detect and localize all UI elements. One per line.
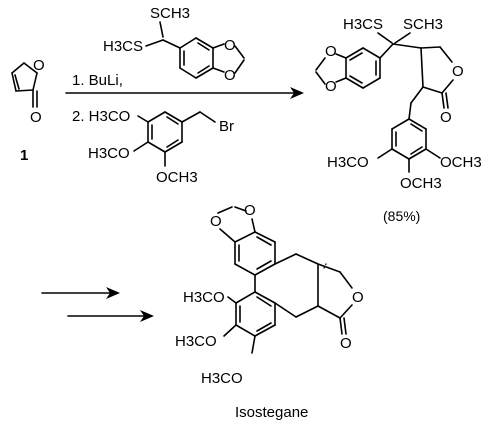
product-ome-right: OCH3 xyxy=(440,154,482,171)
product-dioxy-o1: O xyxy=(325,43,337,60)
product-sch3: SCH3 xyxy=(403,16,443,33)
reaction-arrow-3 xyxy=(67,310,154,322)
isostegane-name: Isostegane xyxy=(235,404,308,421)
product-h3cs: H3CS xyxy=(343,16,383,33)
reagent-step-2: 2. H3CO xyxy=(72,108,130,125)
iso-lactone-o: O xyxy=(352,289,364,306)
reagent-dioxy-o1: O xyxy=(224,37,236,54)
product-carbonyl-o: O xyxy=(440,109,452,126)
dithioacetal-reagent: SCH3 H3CS O O xyxy=(103,5,245,84)
iso-ome-mid: H3CO xyxy=(175,333,217,350)
benzyl-bromide-reagent: Br H3CO OCH3 xyxy=(88,111,234,186)
carbonyl-oxygen-label: O xyxy=(30,109,42,126)
product-ome-left: H3CO xyxy=(327,154,369,171)
iso-ome-bottom: H3CO xyxy=(201,370,243,387)
reagent-sch3-top: SCH3 xyxy=(150,5,190,22)
product-dioxy-o2: O xyxy=(325,78,337,95)
iso-ome-top: H3CO xyxy=(183,289,225,306)
product-structure: H3CS SCH3 O O O O xyxy=(315,16,482,192)
product-ome-bottom: OCH3 xyxy=(400,175,442,192)
product-yield: (85%) xyxy=(383,208,420,224)
reaction-arrow-2 xyxy=(41,287,120,299)
iso-dioxy-o2: O xyxy=(244,202,256,219)
reagent-dioxy-o2: O xyxy=(224,67,236,84)
ring-oxygen-label: O xyxy=(33,57,45,74)
reagent-step-1: 1. BuLi, xyxy=(72,72,123,89)
product-lactone-o: O xyxy=(452,63,464,80)
compound-1-label: 1 xyxy=(20,147,28,164)
reagent-h3cs-left: H3CS xyxy=(103,38,143,55)
reaction-arrow-1 xyxy=(65,87,304,99)
bromine-label: Br xyxy=(219,118,234,135)
iso-carbonyl-o: O xyxy=(340,335,352,352)
reagent-ome-bottom: OCH3 xyxy=(156,169,198,186)
compound-1-structure: O O xyxy=(11,57,45,126)
iso-dioxy-o1: O xyxy=(210,213,222,230)
reagent-ome-mid: H3CO xyxy=(88,145,130,162)
isostegane-structure: O O O xyxy=(175,202,364,387)
